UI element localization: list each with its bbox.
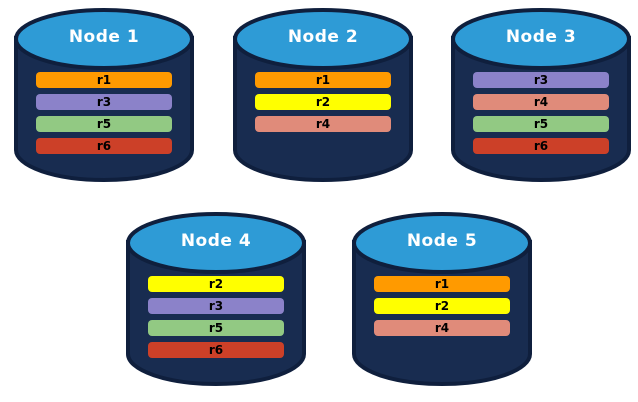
replica-stack: r3 r4 r5 r6 [473, 72, 609, 160]
cylinder-top-ellipse [451, 8, 631, 70]
replica-stack: r1 r2 r4 [374, 276, 510, 342]
replica-bar-r6[interactable]: r6 [148, 342, 284, 358]
replica-bar-r6[interactable]: r6 [36, 138, 172, 154]
cylinder-top-ellipse [14, 8, 194, 70]
replica-bar-r4[interactable]: r4 [473, 94, 609, 110]
replica-bar-r2[interactable]: r2 [255, 94, 391, 110]
replica-bar-r2[interactable]: r2 [148, 276, 284, 292]
replica-bar-r6[interactable]: r6 [473, 138, 609, 154]
replica-bar-r1[interactable]: r1 [36, 72, 172, 88]
replica-bar-r4[interactable]: r4 [255, 116, 391, 132]
replica-bar-r5[interactable]: r5 [36, 116, 172, 132]
cylinder-top-ellipse [126, 212, 306, 274]
replica-bar-r2[interactable]: r2 [374, 298, 510, 314]
replica-stack: r2 r3 r5 r6 [148, 276, 284, 364]
replica-stack: r1 r3 r5 r6 [36, 72, 172, 160]
replica-bar-r4[interactable]: r4 [374, 320, 510, 336]
cylinder-top-ellipse [352, 212, 532, 274]
replica-bar-r1[interactable]: r1 [374, 276, 510, 292]
replica-bar-r5[interactable]: r5 [473, 116, 609, 132]
replica-bar-r1[interactable]: r1 [255, 72, 391, 88]
cylinder-top-ellipse [233, 8, 413, 70]
replica-bar-r3[interactable]: r3 [473, 72, 609, 88]
replica-bar-r5[interactable]: r5 [148, 320, 284, 336]
replica-bar-r3[interactable]: r3 [148, 298, 284, 314]
replica-bar-r3[interactable]: r3 [36, 94, 172, 110]
replica-stack: r1 r2 r4 [255, 72, 391, 138]
